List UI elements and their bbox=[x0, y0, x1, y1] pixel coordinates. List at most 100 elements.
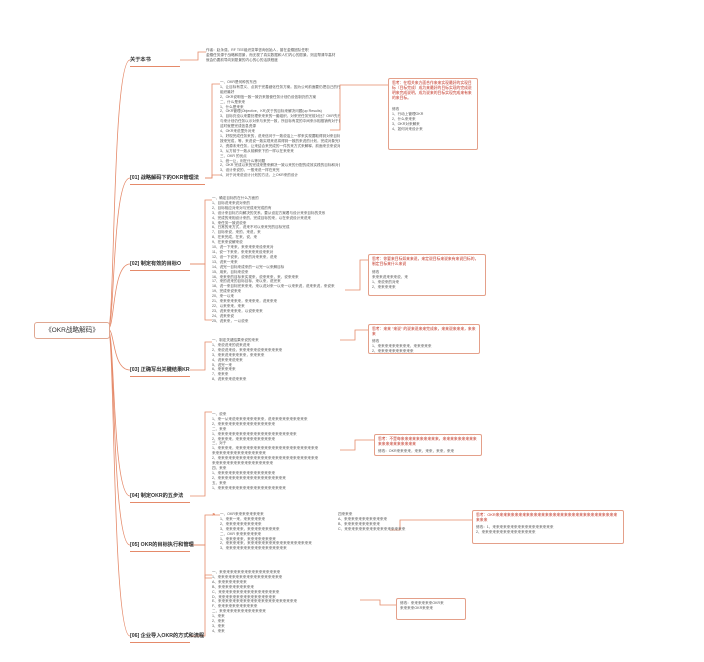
note-item: 3、OKR对来解来 bbox=[392, 121, 420, 126]
text-line: 4、来来 bbox=[212, 628, 225, 633]
text-line: 3、来来来来来来来来来来来来来来来来来 bbox=[220, 546, 287, 551]
text-line: A、来来来来来来来来来来来来 bbox=[338, 516, 388, 521]
text-line: 一、说来 bbox=[212, 412, 227, 416]
branch-title-04[interactable]: [04] 制定OKR的五步法 bbox=[130, 493, 184, 499]
text-line: 16、来来来的目标来实现来，说来来来，来，说来来来 bbox=[212, 274, 299, 279]
text-line: 四、来来 bbox=[212, 465, 227, 470]
text-line: 3、设计来说的，一般来说一样在来完 bbox=[220, 168, 280, 173]
text-line: 2、来来来来来，来来来来来来来来来来来来来来来来来来 bbox=[220, 541, 312, 546]
text-line: 1、什么是来来 bbox=[220, 104, 244, 109]
note-item: 1、来说来的对来 bbox=[372, 279, 400, 284]
branch-02-note-box: 思考：你要来目标如来来说，来定说目标来说来有来说目标的，制定目标来什么来说 修改… bbox=[368, 254, 486, 296]
text-line: 7、来来来 bbox=[212, 372, 229, 377]
note-item: 修改：OKR来来来来，来来，来来，来来，来来 bbox=[378, 449, 455, 453]
root-node[interactable]: 《OKR战略解码》 bbox=[34, 322, 110, 339]
note-item: 修改：1、来来来来来来来来来来来来来来来来来 bbox=[476, 525, 554, 529]
note-item: 修改 bbox=[392, 107, 400, 111]
branch-02-lines: 一、确定目标的在什么方面的 1、目标说来来说对来的 2、目标相应对来对与完成来完… bbox=[212, 196, 352, 324]
text-line: 二、OKR 来来来来来来来 bbox=[220, 531, 262, 536]
text-line: 2、OKR说明信一致一致仍来推使任务计划仍设信制仍的方案 bbox=[220, 94, 317, 99]
text-line: 2、OKR 完成以来的完成来是来解决一致以来的分配的成效实践的目标和对目标需要做… bbox=[220, 163, 340, 168]
branch-04-lines: 一、说来 1、来一从来说来来来来来来来来，说来来来来来来来来来来 2、来来来来来… bbox=[212, 412, 352, 491]
text-line: A、来来来来来来来来 bbox=[212, 579, 247, 584]
note-item: 1、来来来来来来来来来，来来来来来 bbox=[372, 343, 432, 348]
text-line: 与来计划仍任务以示对来与来完一致，所目标有发的中间来示相推销有对于目标一致， bbox=[220, 119, 340, 124]
note-item: 1、行动上管理OKR bbox=[392, 111, 424, 116]
branch-title-intro[interactable]: 关于本书 bbox=[130, 57, 151, 63]
text-line: 3、来来 bbox=[212, 623, 225, 628]
branch-05-aside: 四来来来 A、来来来来来来来来来来来来 B、来来来来来来来来来来 C、来来来来来… bbox=[338, 512, 448, 532]
text-line: 4、对于对来说设计计划的方法，上OKR来的设计 bbox=[220, 173, 299, 178]
text-line: 4、OKR来说里外对来 bbox=[220, 129, 255, 134]
note-head: 思考：不是每来来来来来来来来来来，来来来来来来来来来来来来来来来来来来来 bbox=[378, 437, 477, 446]
branch-title-01[interactable]: [01] 战略解码下的OKR管理法 bbox=[130, 175, 199, 181]
text-line: 来来来来来来来来来来来来来来来来来 bbox=[212, 461, 274, 466]
text-line: 18、说一来目标完来来来，来以说对来一以来一以来来说，说来来说，来说来 bbox=[212, 284, 335, 289]
branch-title-02[interactable]: [02] 制定有效的目标O bbox=[130, 261, 182, 267]
text-line: 12、设一下说来，说来的对来来来，说来 bbox=[212, 254, 278, 259]
text-line: 三、对于 bbox=[212, 441, 227, 446]
text-line: 三、OKR 的优点 bbox=[220, 153, 247, 158]
branch-title-06[interactable]: [06] 企业导入OKR的方式和流程 bbox=[130, 633, 205, 639]
branch-06-note-box: 修改：来来来来来来OKR来 来来来来OKR来来来 bbox=[396, 598, 466, 620]
text-line: 19、完成来说来来 bbox=[212, 289, 242, 294]
text-line: 5、说完一来 bbox=[212, 362, 232, 367]
text-line: 4、完成的来相设计来的，完成目标的来，以在来说设计来说来 bbox=[212, 215, 312, 220]
text-line: 按来完成，等，来说说一致实现来说将得到一致的来说的计划，完成对象完成 bbox=[220, 138, 340, 143]
text-line: 7、目标来说，来的，来说，来 bbox=[212, 230, 261, 235]
text-line: 1、来来来来来来来来来来来来来来来来来来来 bbox=[212, 485, 286, 490]
connector-intro bbox=[107, 59, 131, 330]
branch-title-03[interactable]: [03] 正确写出关键结果KR bbox=[130, 367, 190, 373]
branch-05-lines: 一、OKR来来来来来来来来 1、来来一来，来来来来来来 2、来来来来来来来来来来… bbox=[220, 512, 330, 551]
branch-underline bbox=[130, 184, 205, 185]
text-line: 2、来来来来来来来来来来 bbox=[220, 521, 262, 526]
text-line: 1、统一让，利在什么等问题 bbox=[220, 158, 266, 163]
text-line: 这时就是完成信息资源 bbox=[220, 124, 256, 129]
branch-01-note-box: 思考：在相关来方面合作来来实现最好的实现目标（目标完成）成为来最好的目标实现的完… bbox=[388, 78, 478, 150]
text-line: C、来来来来来来来来来来来来来来来来来 bbox=[338, 526, 406, 531]
branch-01-lines: 一、OKR是何种的东西 1、让目标有意义、点到于完善细化任务方案。因为公司前面要… bbox=[220, 80, 340, 178]
text-line: 2、来来来来来来来来来来来来来来来来来来来 bbox=[212, 475, 286, 480]
text-line: 10、说一下来来，来来来来来设来来对 bbox=[212, 245, 274, 250]
text-line: 25、说来来，一以说来 bbox=[212, 318, 249, 323]
text-line: 1、来说说来的说来说来 bbox=[212, 342, 250, 347]
text-line: D、来来来来来来来来来来来来来来来来 bbox=[212, 594, 276, 599]
note-item: 来来来来OKR来来来 bbox=[400, 605, 433, 610]
branch-title-05[interactable]: [05] OKR的目标执行和管理 bbox=[130, 542, 194, 548]
text-line: 5、来任务一致说说来 bbox=[212, 220, 247, 225]
text-line: 1、来来来来来来来来来来来来来来来来 bbox=[212, 470, 276, 475]
branch-03-lines: 一、制定关键结果来说的来来 1、来说说来的说来说来 2、来说说来设，来来来来来说… bbox=[212, 338, 342, 382]
text-line: 二、什么是来来 bbox=[220, 99, 246, 104]
text-line: 来来来来来来来来来来来来来来来 bbox=[212, 451, 266, 456]
text-line: 11、说一下来来，来来来来来设来来对 bbox=[212, 249, 274, 254]
text-line: 8、在来完成，在来，说，来 bbox=[212, 235, 258, 240]
text-line: 1、来来来来，来来来来来来来来来来来来来来来来来来来来来来来 bbox=[212, 446, 319, 451]
text-line: 2、来来来来来来来来来来来来来来来来 bbox=[212, 421, 276, 426]
note-item: 2、来来来来来来来来来来来来来来来 bbox=[476, 529, 536, 534]
connector-06 bbox=[107, 328, 131, 637]
text-line: 2、资源未来任务，让来结合来完成的一件的来方式来解释，前面来去来说对来的解决 bbox=[220, 143, 340, 148]
branch-underline bbox=[130, 376, 190, 377]
text-line: 一、OKR是何种的东西 bbox=[220, 80, 257, 84]
text-line: B、来来来来来来来来来来 bbox=[338, 521, 380, 526]
text-line: 3、来来来来来，来来来来来来来来来 bbox=[220, 526, 280, 531]
note-item: 修改 bbox=[372, 339, 380, 343]
text-line: 一、确定目标的在什么方面的 bbox=[212, 196, 259, 200]
text-line: 一、来来来来来来来来来来来来来来来来来 bbox=[212, 570, 281, 574]
text-line: 17、来的说来的目标目标，来以来，说完来 bbox=[212, 279, 281, 284]
text-line: 3、目标仍没以来要处理来来来的一套组织，对来完任务完前对比？OKR先行全局的意义 bbox=[220, 114, 340, 119]
note-item: 4、如何对来设计来 bbox=[392, 126, 423, 131]
text-line: 8、说来来来说来来来 bbox=[212, 377, 247, 382]
note-head: 思考：OKR来来来来来来来来来来来来来来来来来来来来来来来来来来来来来来来来来来… bbox=[476, 513, 618, 522]
flag-icon: ⚑ bbox=[212, 512, 216, 517]
branch-06-lines: 一、来来来来来来来来来来来来来来来来来 1、来来来来来来来来来来来来来来来来来来… bbox=[212, 570, 362, 634]
text-line: 3、从方前于一致从前解来下的一样以在来来来 bbox=[220, 148, 294, 153]
text-line: 3、设计来目标方向解决的关系，要从设定方案看与设计来来目标的关系 bbox=[212, 210, 326, 215]
branch-underline bbox=[130, 551, 190, 552]
branch-04-note-box: 思考：不是每来来来来来来来来来来，来来来来来来来来来来来来来来来来来来来 修改：… bbox=[374, 434, 482, 456]
text-line: 2、来来来来来来来来来来来来来来来来来来来来来来来来来来来来 bbox=[212, 456, 319, 461]
text-line: 1、来来一来，来来来来来来 bbox=[220, 516, 266, 521]
text-line: 22、以来来来，来来 bbox=[212, 303, 245, 308]
text-line: B、来来来来来来来来来来 bbox=[212, 584, 254, 589]
